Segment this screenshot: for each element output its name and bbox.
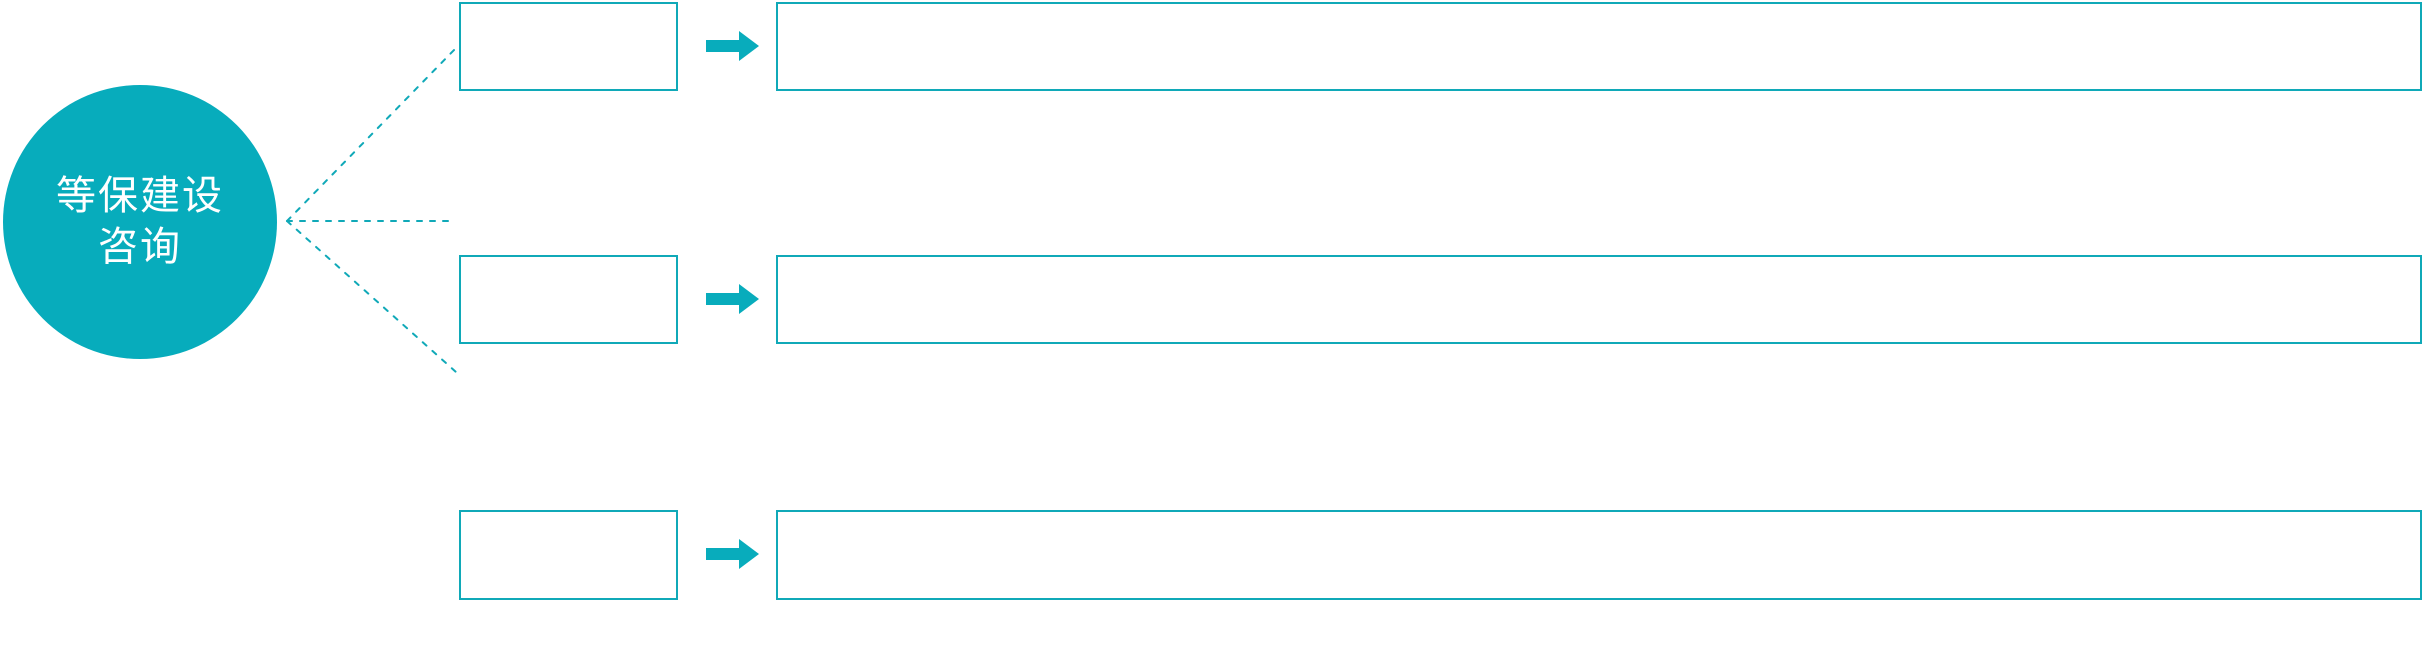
hub-title-line-2: 咨询 — [98, 225, 182, 269]
label-box-3[interactable] — [459, 510, 678, 600]
flow-row-2 — [0, 253, 2434, 399]
label-box-2[interactable] — [459, 255, 678, 344]
detail-box-2[interactable] — [776, 255, 2422, 344]
label-box-1[interactable] — [459, 2, 678, 91]
right-arrow-icon-3 — [706, 538, 760, 570]
hub-circle[interactable]: 等保建设 咨询 — [3, 85, 277, 359]
detail-box-1[interactable] — [776, 2, 2422, 91]
right-arrow-icon-2 — [706, 283, 760, 315]
hub-title-line-1: 等保建设 — [56, 173, 224, 218]
detail-box-3[interactable] — [776, 510, 2422, 600]
flow-row-1 — [0, 0, 2434, 146]
flow-row-3 — [0, 508, 2434, 655]
right-arrow-icon-1 — [706, 30, 760, 62]
